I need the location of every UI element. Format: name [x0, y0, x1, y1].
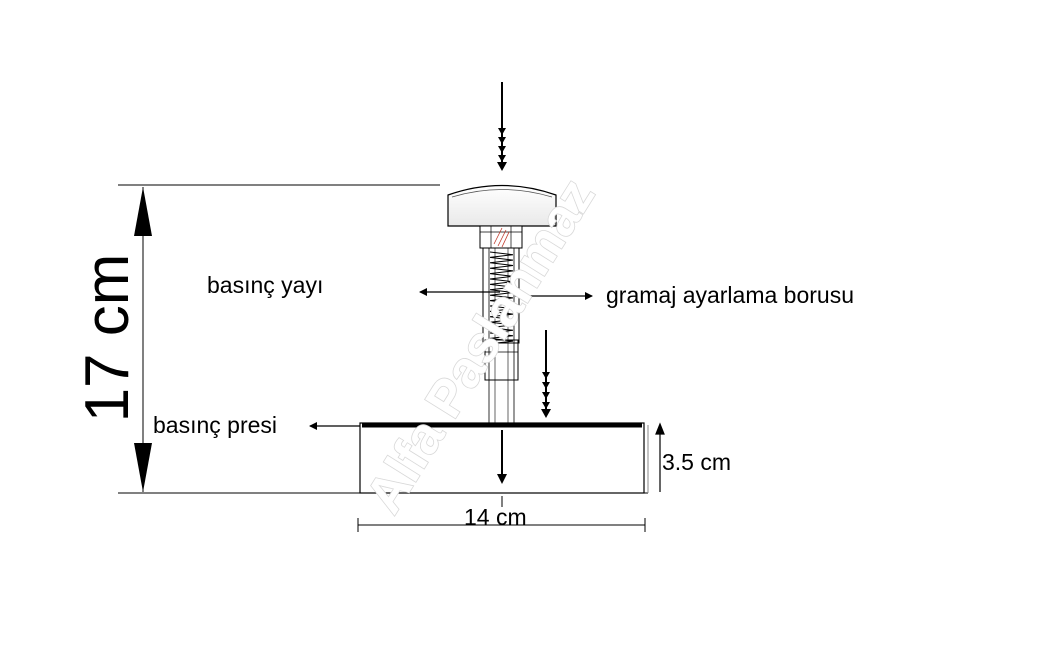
base-height-dimension — [655, 422, 665, 492]
height-arrowheads — [134, 187, 152, 492]
press-label: basınç presi — [153, 412, 277, 438]
lower-sleeve — [484, 339, 519, 381]
height-arrow-up — [134, 187, 152, 236]
pointer-arrows — [309, 288, 593, 430]
spring-accent — [493, 227, 510, 248]
knob — [447, 184, 557, 227]
top-force-arrow — [497, 82, 507, 171]
base-height-label: 3.5 cm — [662, 449, 731, 475]
inner-down-arrow — [497, 430, 507, 484]
tube-label: gramaj ayarlama borusu — [606, 282, 854, 308]
side-force-arrow — [541, 330, 551, 418]
base-width-label: 14 cm — [464, 504, 527, 530]
width-dimension — [357, 496, 646, 532]
height-total-label: 17 cm — [73, 254, 142, 423]
height-arrow-down — [134, 443, 152, 492]
compression-spring — [489, 251, 514, 345]
spring-label: basınç yayı — [207, 272, 323, 298]
